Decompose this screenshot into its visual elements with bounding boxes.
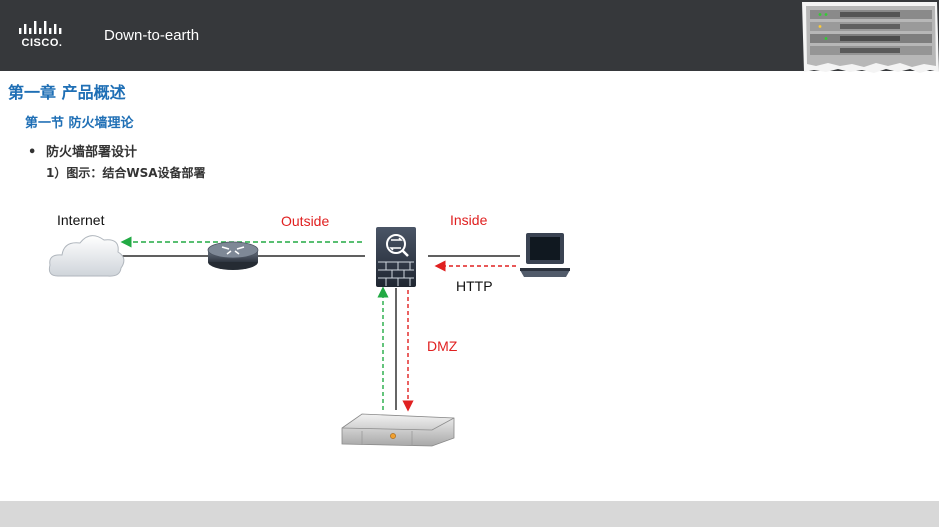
footer-bar xyxy=(0,501,939,527)
cisco-bars-icon xyxy=(19,21,62,34)
bullet-glyph: • xyxy=(28,145,37,160)
header-bar: CISCO. Down-to-earth xyxy=(0,0,939,71)
label-internet: Internet xyxy=(57,212,105,228)
label-http: HTTP xyxy=(456,278,493,294)
server-rack-photo xyxy=(802,2,939,73)
sub-item-text: 1）图示：结合WSA设备部署 xyxy=(46,166,206,180)
cloud-icon xyxy=(48,235,125,277)
label-outside: Outside xyxy=(281,213,330,229)
cisco-wordmark: CISCO. xyxy=(21,37,63,49)
router-icon xyxy=(207,241,259,270)
links xyxy=(120,255,520,410)
label-dmz: DMZ xyxy=(427,338,458,354)
section-title: 第一节 防火墙理论 xyxy=(25,116,134,131)
label-inside: Inside xyxy=(450,212,488,228)
wsa-appliance-icon xyxy=(341,413,455,447)
asa-firewall-icon xyxy=(376,227,416,287)
bullet-item: • 防火墙部署设计 xyxy=(28,141,137,160)
laptop-icon xyxy=(520,233,570,277)
chapter-title: 第一章 产品概述 xyxy=(8,83,126,102)
header-tagline: Down-to-earth xyxy=(104,27,200,44)
cisco-logo: CISCO. xyxy=(16,20,68,52)
bullet-text: 防火墙部署设计 xyxy=(46,145,138,160)
